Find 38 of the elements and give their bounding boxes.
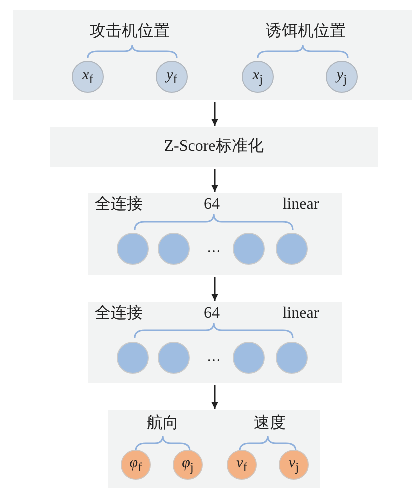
layer-panel: [88, 193, 342, 275]
activation-label: linear: [282, 197, 320, 213]
layer-panel: [50, 127, 378, 167]
output-neuron: φ$_{f}$: [121, 450, 151, 480]
output-neuron: v$_{j}$: [279, 450, 309, 480]
neuron: [276, 342, 308, 374]
unit-count: 64: [204, 197, 220, 213]
layer-panel: [88, 302, 342, 383]
neuron: [233, 233, 265, 265]
output-neuron: φ$_{j}$: [173, 450, 203, 480]
layer-panel: [108, 410, 320, 488]
arrow: [212, 277, 218, 301]
arrow: [212, 385, 218, 409]
group-label: 诱饵机位置: [266, 24, 346, 40]
input-neuron: x$_{j}$: [242, 61, 274, 93]
activation-label: linear: [282, 306, 320, 322]
layer-panel: [13, 10, 412, 100]
arrow: [212, 169, 218, 192]
neuron: [117, 233, 149, 265]
neuron: [276, 233, 308, 265]
group-label: 速度: [254, 416, 286, 432]
input-neuron: y$_{f}$: [156, 61, 188, 93]
ellipsis: …: [207, 351, 221, 365]
output-neuron: v$_{f}$: [227, 450, 257, 480]
input-neuron: y$_{j}$: [326, 61, 358, 93]
ellipsis: …: [207, 242, 221, 256]
group-label: 航向: [147, 416, 179, 432]
neuron: [233, 342, 265, 374]
layer-label: 全连接: [95, 197, 143, 213]
group-label: 攻击机位置: [90, 24, 170, 40]
input-neuron: x$_{f}$: [72, 61, 104, 93]
layer-label: 全连接: [95, 306, 143, 322]
arrow: [212, 102, 218, 126]
neuron: [158, 342, 190, 374]
neuron: [117, 342, 149, 374]
unit-count: 64: [204, 306, 220, 322]
neuron: [158, 233, 190, 265]
step-label: Z-Score标准化: [164, 139, 264, 155]
